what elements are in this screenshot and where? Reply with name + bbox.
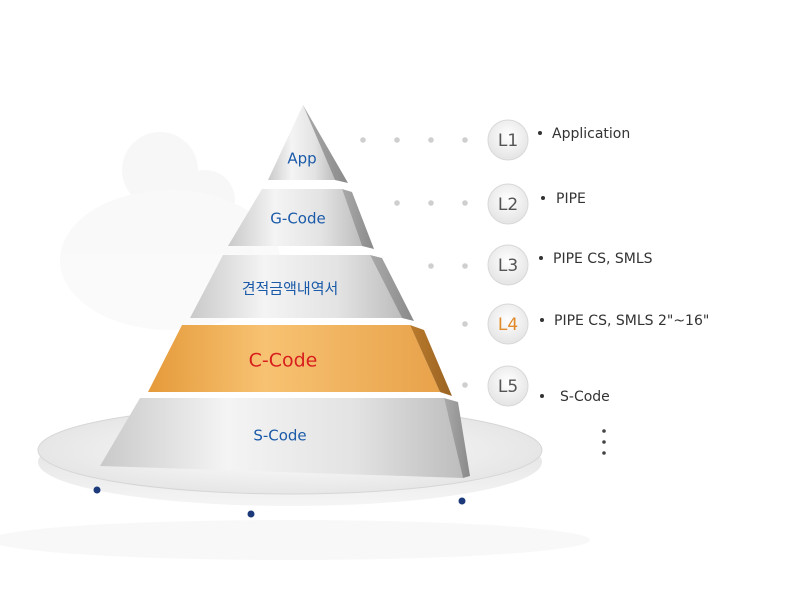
level-l5: L5 S-Code [487, 365, 695, 417]
tier-estimate: 견적금액내역서 [190, 255, 414, 321]
level-text: PIPE [556, 191, 586, 207]
tier-label: App [287, 150, 316, 168]
tier-label: S-Code [253, 427, 306, 445]
level-text: PIPE CS, SMLS 2"~16" [554, 313, 709, 329]
connector-dots [360, 137, 468, 388]
platform-rivet [93, 486, 101, 494]
level-badge: L1 [498, 131, 518, 151]
level-l1: L1 Application [487, 119, 650, 161]
level-badge-highlight: L4 [498, 315, 518, 335]
platform-rivet [458, 497, 466, 505]
continuation-ellipsis [602, 429, 606, 455]
pyramid: App G-Code 견적금액내역서 C-Code S-Code [100, 105, 470, 478]
tier-c-code: C-Code [148, 325, 452, 396]
level-badge: L5 [498, 377, 518, 397]
level-text: PIPE CS, SMLS [553, 251, 653, 267]
level-text: S-Code [560, 389, 610, 405]
level-l4: L4 PIPE CS, SMLS 2"~16" [487, 303, 722, 345]
level-text: Application [552, 126, 630, 142]
tier-label: G-Code [270, 210, 325, 228]
tier-g-code: G-Code [228, 189, 374, 249]
level-l2: L2 PIPE [487, 183, 620, 225]
platform-rivet [247, 510, 255, 518]
level-badge: L3 [498, 256, 518, 276]
level-l3: L3 PIPE CS, SMLS [487, 244, 685, 286]
tier-label: 견적금액내역서 [242, 280, 339, 298]
tier-label-highlight: C-Code [249, 350, 318, 372]
tier-s-code: S-Code [100, 398, 470, 478]
tier-app: App [268, 105, 348, 183]
level-list: L1 Application L2 PIPE L3 PIPE CS, SMLS … [487, 119, 722, 455]
level-badge: L2 [498, 195, 518, 215]
